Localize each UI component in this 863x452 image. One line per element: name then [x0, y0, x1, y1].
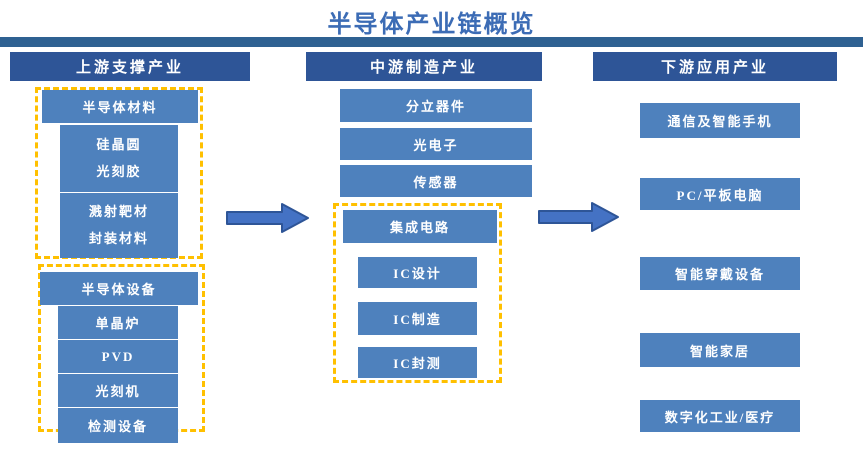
midstream-item-sensors: 传感器 [340, 165, 532, 197]
midstream-item-optoelectronics: 光电子 [340, 128, 532, 160]
midstream-item-discrete-devices: 分立器件 [340, 89, 532, 122]
materials-group-header: 半导体材料 [42, 90, 198, 123]
equipment-item-crystal-furnace: 单晶炉 [58, 306, 178, 339]
downstream-column-header: 下游应用产业 [593, 52, 837, 81]
downstream-item-wearables: 智能穿戴设备 [640, 257, 800, 290]
materials-item-sputter-target: 溅射靶材 [88, 204, 149, 220]
flow-arrow-midstream-to-downstream [538, 201, 620, 233]
equipment-group-header: 半导体设备 [40, 272, 198, 305]
materials-item-silicon-wafer: 硅晶圆 [96, 136, 142, 152]
midstream-column-header: 中游制造产业 [306, 52, 542, 81]
materials-item-photoresist: 光刻胶 [96, 164, 142, 180]
page-title: 半导体产业链概览 [327, 12, 536, 38]
right-arrow-icon [226, 203, 309, 233]
downstream-item-digital-industry-medical: 数字化工业/医疗 [640, 400, 800, 432]
title-divider-bar [0, 37, 863, 47]
materials-item-packaging-material: 封装材料 [88, 230, 149, 246]
equipment-item-pvd: PVD [58, 340, 178, 373]
equipment-item-test-equipment: 检测设备 [58, 408, 178, 443]
downstream-item-pc-tablet: PC/平板电脑 [640, 178, 800, 210]
downstream-item-comm-smartphone: 通信及智能手机 [640, 103, 800, 138]
materials-items-block-1: 硅晶圆 光刻胶 [60, 125, 178, 192]
upstream-column-header: 上游支撑产业 [10, 52, 250, 81]
materials-items-block-2: 溅射靶材 封装材料 [60, 193, 178, 258]
ic-item-manufacturing: IC制造 [358, 302, 477, 335]
equipment-item-lithography-machine: 光刻机 [58, 374, 178, 407]
ic-highlight-box [333, 203, 502, 383]
ic-item-design: IC设计 [358, 257, 477, 288]
flow-arrow-upstream-to-midstream [226, 202, 310, 234]
ic-item-packaging-testing: IC封测 [358, 347, 477, 378]
downstream-item-smart-home: 智能家居 [640, 333, 800, 367]
ic-group-header: 集成电路 [343, 210, 497, 243]
right-arrow-icon [538, 202, 619, 232]
